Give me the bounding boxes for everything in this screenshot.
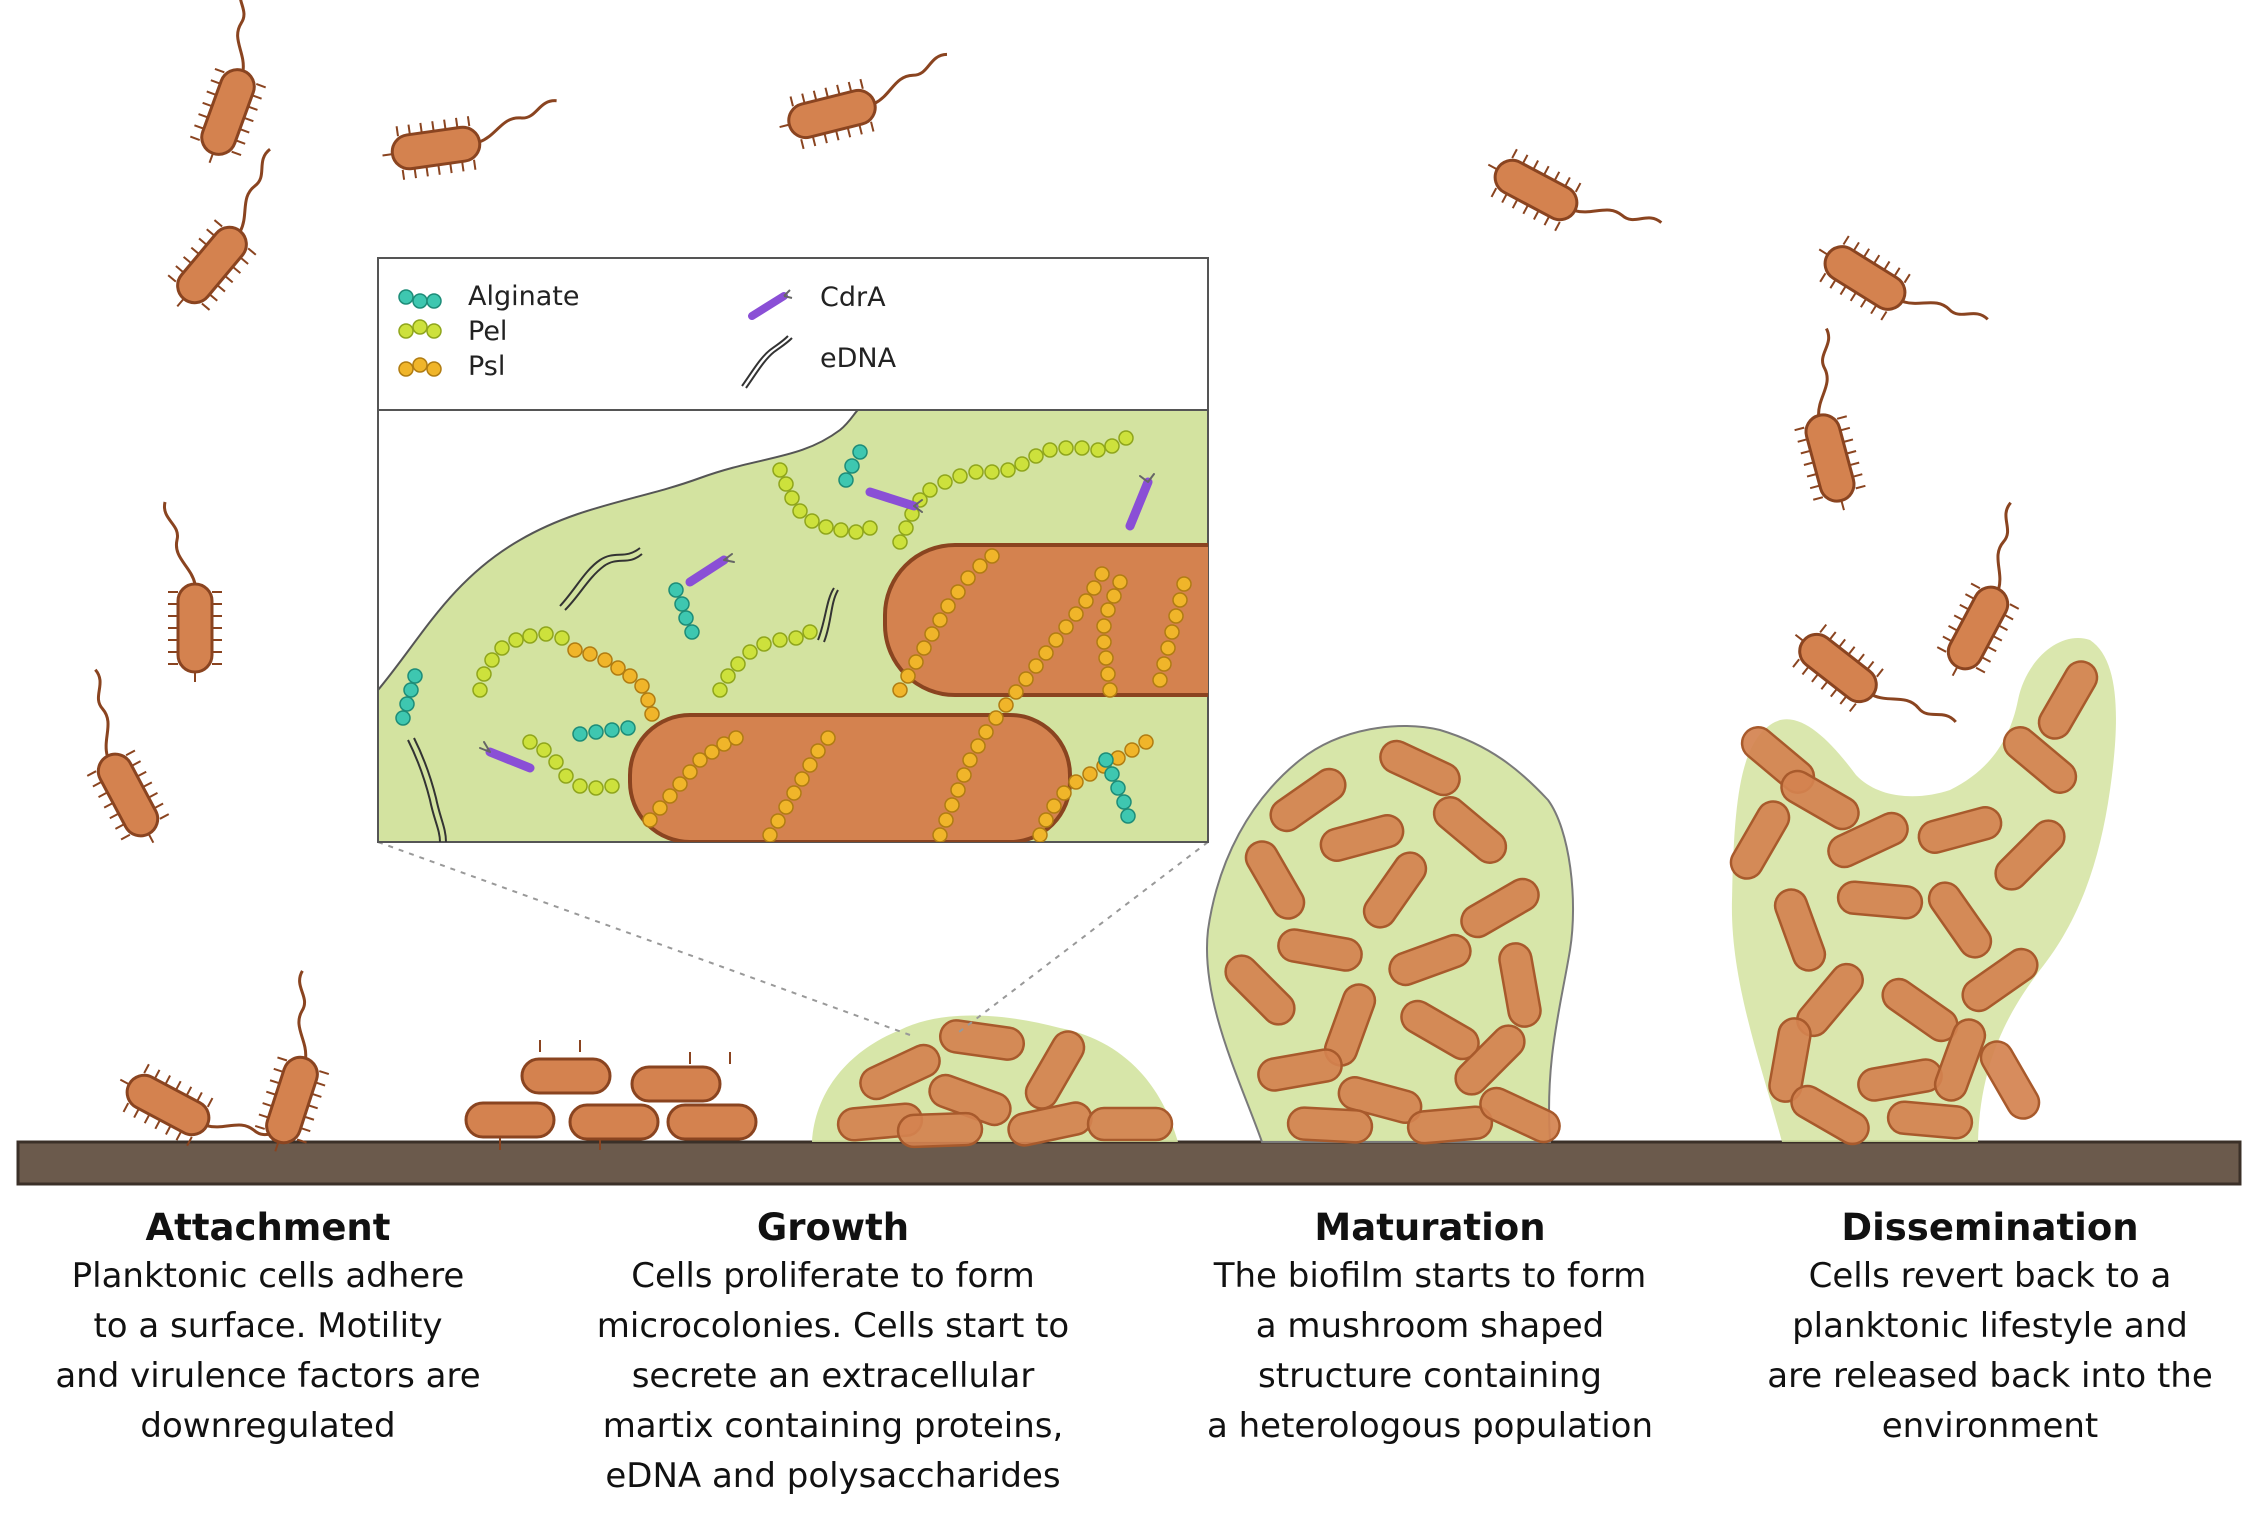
cdra-proteins: [479, 473, 1155, 773]
stage-title-attachment: Attachment: [145, 1206, 391, 1249]
mature-biofilm: [1206, 725, 1575, 1149]
edna-strand-icon: [741, 335, 793, 389]
dispersing-biofilm: [1723, 638, 2116, 1152]
inset-cell-large-1: [628, 713, 1072, 842]
legend-label-cdra: CdrA: [820, 282, 886, 313]
caption-dissemination: Dissemination Cells revert back to a pla…: [1740, 1205, 2240, 1451]
legend-label-pel: Pel: [468, 316, 507, 347]
caption-attachment: Attachment Planktonic cells adhere to a …: [0, 1205, 536, 1451]
stage-text-dissemination: Cells revert back to a planktonic lifest…: [1767, 1256, 2213, 1446]
early-biofilm: [812, 1015, 1178, 1150]
inset-legend: Alginate Pel Psl CdrA eDNA: [398, 281, 897, 389]
stage-title-dissemination: Dissemination: [1841, 1206, 2139, 1249]
legend-label-psl: Psl: [468, 351, 505, 382]
stage-title-maturation: Maturation: [1314, 1206, 1546, 1249]
legend-label-alginate: Alginate: [468, 281, 579, 312]
legend-label-edna: eDNA: [820, 343, 897, 374]
stage-title-growth: Growth: [756, 1206, 910, 1249]
microcolony-cells: [464, 1040, 758, 1150]
inset-legend-box: [377, 257, 1209, 411]
stage-text-maturation: The biofilm starts to form a mushroom sh…: [1206, 1256, 1654, 1446]
edna-strands: [407, 547, 839, 842]
zoom-guides: [377, 841, 1209, 1036]
caption-maturation: Maturation The biofilm starts to form a …: [1170, 1205, 1690, 1451]
stage-text-attachment: Planktonic cells adhere to a surface. Mo…: [55, 1256, 481, 1446]
surface: [16, 1140, 2242, 1186]
caption-growth: Growth Cells proliferate to form microco…: [560, 1205, 1106, 1501]
stage-text-growth: Cells proliferate to form microcolonies.…: [596, 1256, 1070, 1496]
matrix-inset: Alginate Pel Psl CdrA eDNA: [377, 257, 1209, 843]
cdra-protein-icon: [748, 289, 793, 320]
